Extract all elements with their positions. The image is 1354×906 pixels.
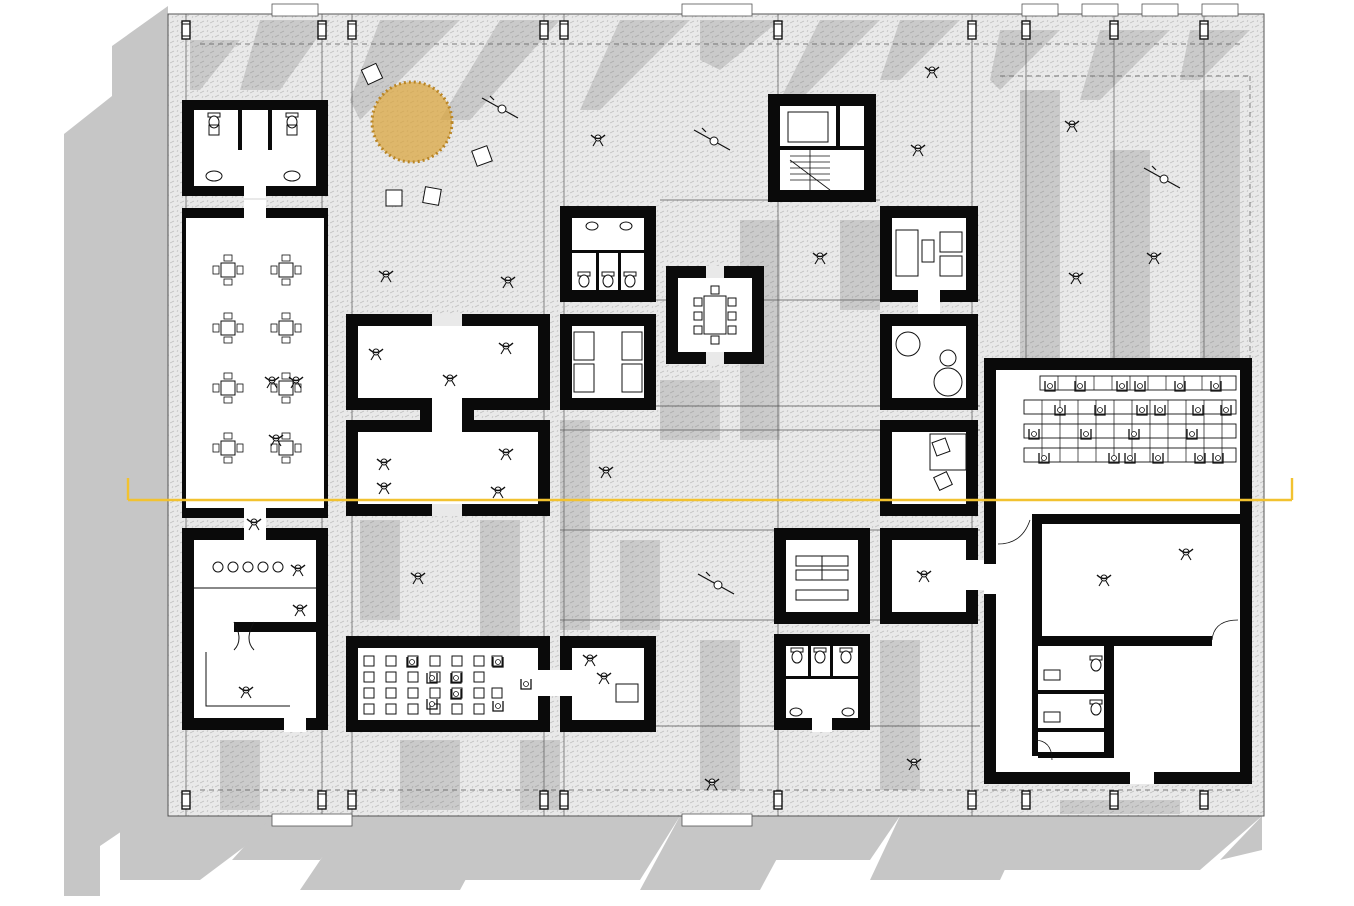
stair-icon [789,150,831,191]
entry-vestibule [880,528,996,624]
bed-icon [795,555,849,601]
stair-tower [768,94,876,202]
lounge [880,206,978,316]
office-small [548,636,656,732]
sofa-icon [895,229,963,277]
wc-block-center [560,206,656,302]
wc-block-southeast [774,634,870,732]
classroom [346,636,566,732]
meeting-room-center [560,314,656,410]
building-shadow [64,6,1262,896]
desk-office [880,420,978,516]
workshop-upper [346,314,550,410]
bench-block-icon [360,62,493,207]
round-table-room [880,314,978,410]
section-line [126,478,1294,502]
desk-icon [573,331,643,393]
tree-icon [370,80,454,164]
kitchen [182,520,328,732]
toilets-northwest [182,100,328,198]
auditorium-seat-icon [1023,375,1237,463]
door-swing-icon [997,519,1239,761]
bunk-room [774,528,870,624]
auditorium [984,358,1252,784]
conference-pavilion [666,266,764,364]
dining-hall [182,200,328,532]
buildings [182,94,1252,784]
